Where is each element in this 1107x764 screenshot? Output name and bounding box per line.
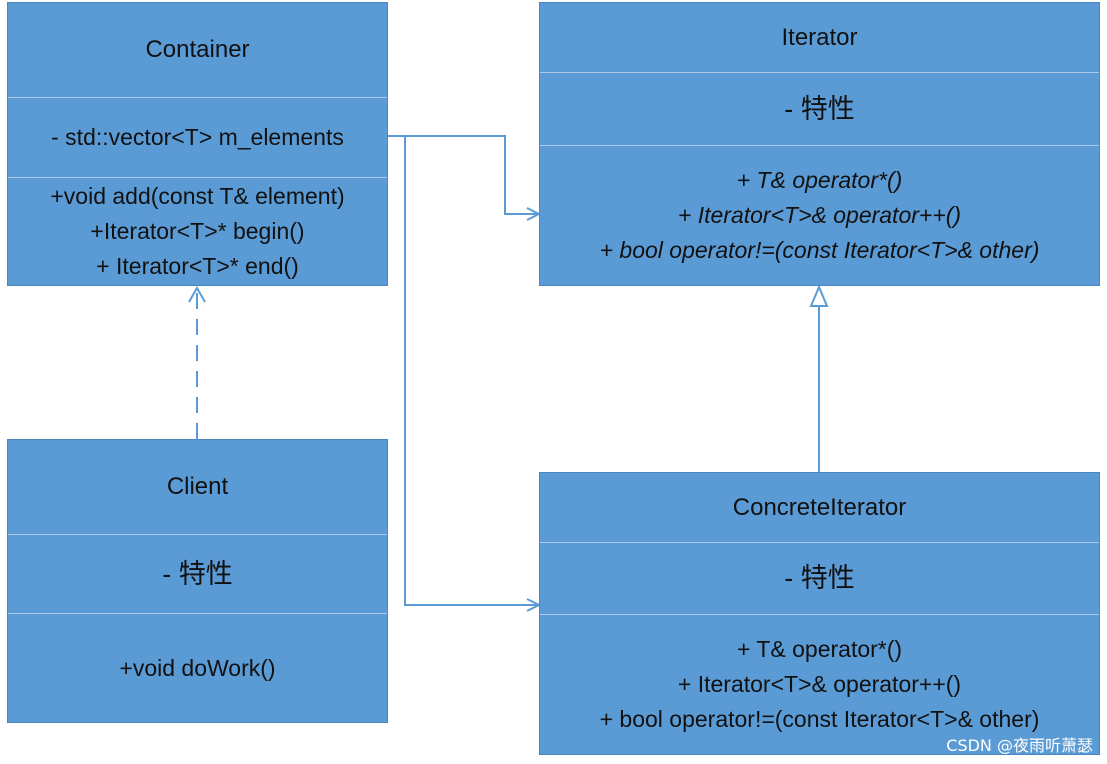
class-concreteiterator-attributes: - 特性 bbox=[540, 543, 1099, 615]
class-container-name: Container bbox=[145, 36, 250, 63]
operation: + Iterator<T>* end() bbox=[96, 253, 299, 279]
attribute: - 特性 bbox=[784, 93, 855, 124]
class-container-attributes: - std::vector<T> m_elements bbox=[8, 98, 387, 178]
operation: +Iterator<T>* begin() bbox=[90, 218, 305, 244]
assoc-container-iterator bbox=[387, 135, 537, 215]
generalization-triangle bbox=[809, 284, 829, 307]
watermark: CSDN @夜雨听萧瑟 bbox=[946, 736, 1093, 755]
operation: + Iterator<T>& operator++() bbox=[677, 202, 962, 228]
operation: + bool operator!=(const Iterator<T>& oth… bbox=[599, 237, 1040, 263]
operation: +void add(const T& element) bbox=[50, 183, 345, 209]
class-client[interactable]: Client - 特性 +void doWork() bbox=[7, 439, 388, 723]
operation: + T& operator*() bbox=[736, 167, 903, 193]
operation: + Iterator<T>& operator++() bbox=[677, 671, 962, 697]
class-container-operations: +void add(const T& element) +Iterator<T>… bbox=[8, 178, 387, 285]
class-iterator-name-section: Iterator bbox=[540, 3, 1099, 73]
attribute: - std::vector<T> m_elements bbox=[51, 124, 344, 150]
operation: +void doWork() bbox=[119, 654, 276, 681]
class-concreteiterator-name-section: ConcreteIterator bbox=[540, 473, 1099, 543]
class-client-attributes: - 特性 bbox=[8, 535, 387, 614]
class-concreteiterator-operations: + T& operator*() + Iterator<T>& operator… bbox=[540, 615, 1099, 754]
class-iterator-name: Iterator bbox=[781, 23, 858, 51]
assoc-container-concreteiterator bbox=[404, 136, 537, 606]
class-iterator-attributes: - 特性 bbox=[540, 73, 1099, 146]
class-client-name: Client bbox=[166, 473, 229, 500]
class-client-operations: +void doWork() bbox=[8, 614, 387, 722]
class-concreteiterator[interactable]: ConcreteIterator - 特性 + T& operator*() +… bbox=[539, 472, 1100, 755]
class-container-name-section: Container bbox=[8, 3, 387, 98]
attribute: - 特性 bbox=[784, 563, 855, 593]
class-client-name-section: Client bbox=[8, 440, 387, 535]
class-iterator-operations: + T& operator*() + Iterator<T>& operator… bbox=[540, 146, 1099, 285]
operation: + bool operator!=(const Iterator<T>& oth… bbox=[599, 706, 1040, 732]
dependency-arrowhead bbox=[188, 285, 206, 303]
attribute: - 特性 bbox=[162, 558, 233, 589]
class-iterator[interactable]: Iterator - 特性 + T& operator*() + Iterato… bbox=[539, 2, 1100, 286]
operation: + T& operator*() bbox=[736, 636, 903, 662]
class-container[interactable]: Container - std::vector<T> m_elements +v… bbox=[7, 2, 388, 286]
class-concreteiterator-name: ConcreteIterator bbox=[732, 493, 907, 521]
